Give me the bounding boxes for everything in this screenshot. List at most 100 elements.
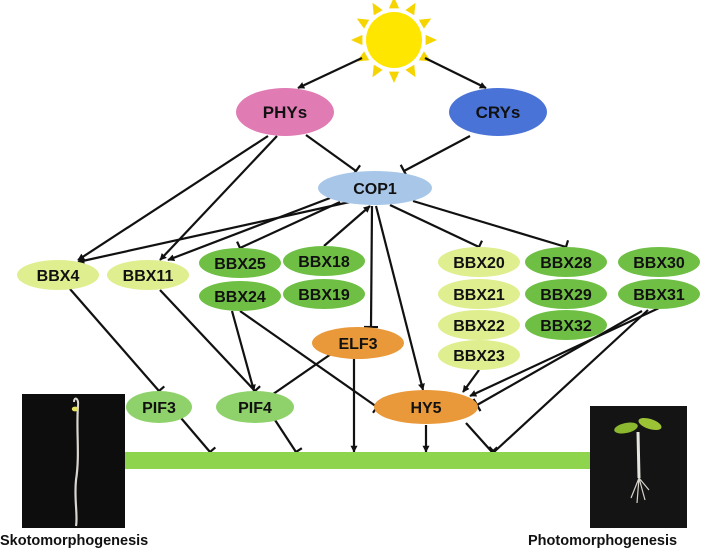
node-bbx4-label: BBX4 bbox=[37, 268, 80, 285]
node-pif4: PIF4 bbox=[216, 391, 294, 423]
node-bbx32: BBX32 bbox=[525, 310, 607, 340]
sun-ray bbox=[405, 64, 416, 78]
node-bbx21: BBX21 bbox=[438, 279, 520, 309]
node-bbx25-shape bbox=[199, 248, 281, 278]
main-development-arrow bbox=[122, 443, 650, 477]
node-bbx32-label: BBX32 bbox=[540, 318, 592, 335]
inhibition-edge bbox=[389, 204, 480, 248]
sun-ray bbox=[388, 71, 400, 83]
inhibition-edge bbox=[274, 419, 297, 453]
node-elf3-shape bbox=[312, 327, 404, 359]
node-bbx29: BBX29 bbox=[525, 279, 607, 309]
activation-edge bbox=[230, 310, 256, 392]
node-bbx21-shape bbox=[438, 279, 520, 309]
inhibition-edge bbox=[239, 201, 341, 249]
node-hy5-shape bbox=[374, 390, 478, 424]
node-bbx24-shape bbox=[199, 281, 281, 311]
activation-edge bbox=[167, 196, 331, 262]
node-cop1-shape bbox=[318, 171, 432, 205]
inhibition-edge bbox=[403, 135, 471, 172]
photomorphogenesis-seedling-photo bbox=[590, 406, 687, 528]
node-pif3: PIF3 bbox=[126, 391, 192, 423]
node-bbx19: BBX19 bbox=[283, 279, 365, 309]
skotomorphogenesis-seedling-photo bbox=[22, 394, 125, 528]
node-bbx28-label: BBX28 bbox=[540, 255, 592, 272]
activation-edge bbox=[469, 307, 660, 397]
node-bbx18: BBX18 bbox=[283, 246, 365, 276]
node-phys-label: PHYs bbox=[263, 103, 307, 122]
node-bbx30: BBX30 bbox=[618, 247, 700, 277]
node-bbx4-shape bbox=[17, 260, 99, 290]
node-pif3-shape bbox=[126, 391, 192, 423]
inhibition-edge bbox=[465, 422, 493, 453]
node-bbx23-shape bbox=[438, 340, 520, 370]
activation-edge bbox=[462, 369, 480, 393]
activation-edge bbox=[297, 57, 363, 89]
sun-ray bbox=[372, 2, 383, 16]
node-bbx23-label: BBX23 bbox=[453, 348, 505, 365]
node-elf3-label: ELF3 bbox=[338, 336, 377, 353]
node-bbx23: BBX23 bbox=[438, 340, 520, 370]
node-bbx4: BBX4 bbox=[17, 260, 99, 290]
sun-ray bbox=[388, 0, 400, 9]
node-cop1-label: COP1 bbox=[353, 181, 397, 198]
sun-ray bbox=[418, 18, 432, 29]
node-bbx20-label: BBX20 bbox=[453, 255, 505, 272]
node-bbx18-shape bbox=[283, 246, 365, 276]
sun-ray bbox=[405, 2, 416, 16]
inhibition-edge bbox=[369, 205, 374, 328]
node-bbx24: BBX24 bbox=[199, 281, 281, 311]
activation-edge bbox=[265, 353, 332, 400]
activation-edge bbox=[374, 205, 425, 391]
node-pif3-label: PIF3 bbox=[142, 400, 176, 417]
node-bbx31-label: BBX31 bbox=[633, 287, 685, 304]
node-bbx25: BBX25 bbox=[199, 248, 281, 278]
node-bbx18-label: BBX18 bbox=[298, 254, 350, 271]
node-bbx31: BBX31 bbox=[618, 279, 700, 309]
inhibition-edge bbox=[476, 310, 643, 406]
node-bbx29-shape bbox=[525, 279, 607, 309]
node-bbx19-shape bbox=[283, 279, 365, 309]
node-bbx31-shape bbox=[618, 279, 700, 309]
node-bbx25-label: BBX25 bbox=[214, 256, 266, 273]
node-bbx22-label: BBX22 bbox=[453, 318, 505, 335]
activation-edge bbox=[77, 199, 355, 265]
node-bbx11-shape bbox=[107, 260, 189, 290]
node-crys: CRYs bbox=[449, 88, 547, 136]
node-hy5: HY5 bbox=[374, 390, 478, 424]
node-bbx19-label: BBX19 bbox=[298, 287, 350, 304]
node-bbx22-shape bbox=[438, 310, 520, 340]
inhibition-edge bbox=[493, 309, 649, 453]
node-bbx21-label: BBX21 bbox=[453, 287, 505, 304]
photomorphogenesis-label: Photomorphogenesis bbox=[528, 533, 677, 549]
node-bbx22: BBX22 bbox=[438, 310, 520, 340]
edges bbox=[69, 57, 660, 458]
node-bbx20-shape bbox=[438, 247, 520, 277]
node-bbx28: BBX28 bbox=[525, 247, 607, 277]
inhibition-edge bbox=[180, 417, 211, 453]
node-bbx29-label: BBX29 bbox=[540, 287, 592, 304]
node-crys-label: CRYs bbox=[476, 103, 521, 122]
node-bbx11-label: BBX11 bbox=[123, 268, 174, 285]
node-hy5-label: HY5 bbox=[410, 400, 441, 417]
inhibition-edge bbox=[305, 134, 357, 172]
sun-ray bbox=[351, 34, 363, 46]
inhibition-edge bbox=[412, 199, 567, 249]
inhibition-edge bbox=[159, 289, 256, 392]
node-bbx30-label: BBX30 bbox=[633, 255, 685, 272]
node-pif4-shape bbox=[216, 391, 294, 423]
node-bbx30-shape bbox=[618, 247, 700, 277]
node-bbx32-shape bbox=[525, 310, 607, 340]
skotomorphogenesis-label: Skotomorphogenesis bbox=[0, 533, 148, 549]
activation-edge bbox=[77, 135, 269, 261]
node-pif4-label: PIF4 bbox=[238, 400, 272, 417]
activation-edge bbox=[424, 57, 487, 89]
activation-edge bbox=[323, 205, 371, 247]
sun-icon bbox=[351, 0, 437, 83]
node-crys-shape bbox=[449, 88, 547, 136]
node-bbx24-label: BBX24 bbox=[214, 289, 266, 306]
sun-ray bbox=[356, 18, 370, 29]
node-phys-shape bbox=[236, 88, 334, 136]
node-phys: PHYs bbox=[236, 88, 334, 136]
